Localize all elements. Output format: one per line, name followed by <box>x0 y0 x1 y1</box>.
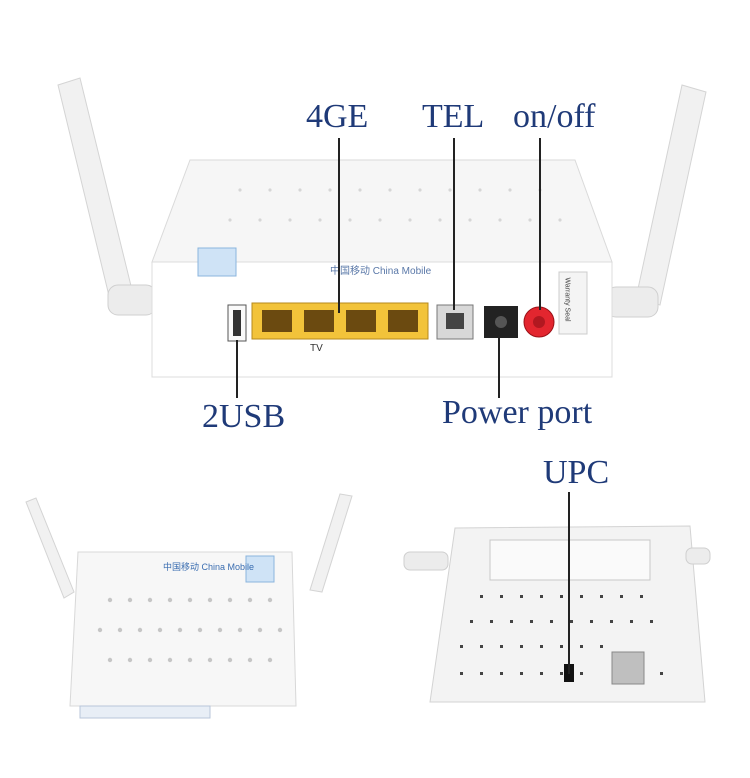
callout-power-port: Power port <box>442 394 593 431</box>
top-unit-brand: 中国移动 China Mobile <box>330 266 432 277</box>
warranty-seal-label: Warranty Seal <box>563 277 571 322</box>
leader-on-off <box>539 138 541 310</box>
router-underside-view <box>403 525 711 703</box>
callout-tel: TEL <box>422 98 485 135</box>
leader-upc <box>568 492 570 674</box>
router-front-view <box>25 493 353 719</box>
front-unit-brand: 中国移动 China Mobile <box>163 562 255 572</box>
callout-upc: UPC <box>543 454 610 491</box>
leader-2usb <box>236 340 238 398</box>
leader-power-port <box>498 338 500 398</box>
callout-2usb: 2USB <box>202 398 286 435</box>
callout-on-off: on/off <box>513 98 596 135</box>
right-antenna <box>605 84 707 318</box>
leader-tel <box>453 138 455 310</box>
callout-4ge: 4GE <box>306 98 369 135</box>
lan-tv-label: TV <box>310 343 323 354</box>
warranty-seal <box>558 271 588 335</box>
left-antenna <box>57 77 157 316</box>
router-rear-view <box>57 77 707 378</box>
leader-4ge <box>338 138 340 313</box>
